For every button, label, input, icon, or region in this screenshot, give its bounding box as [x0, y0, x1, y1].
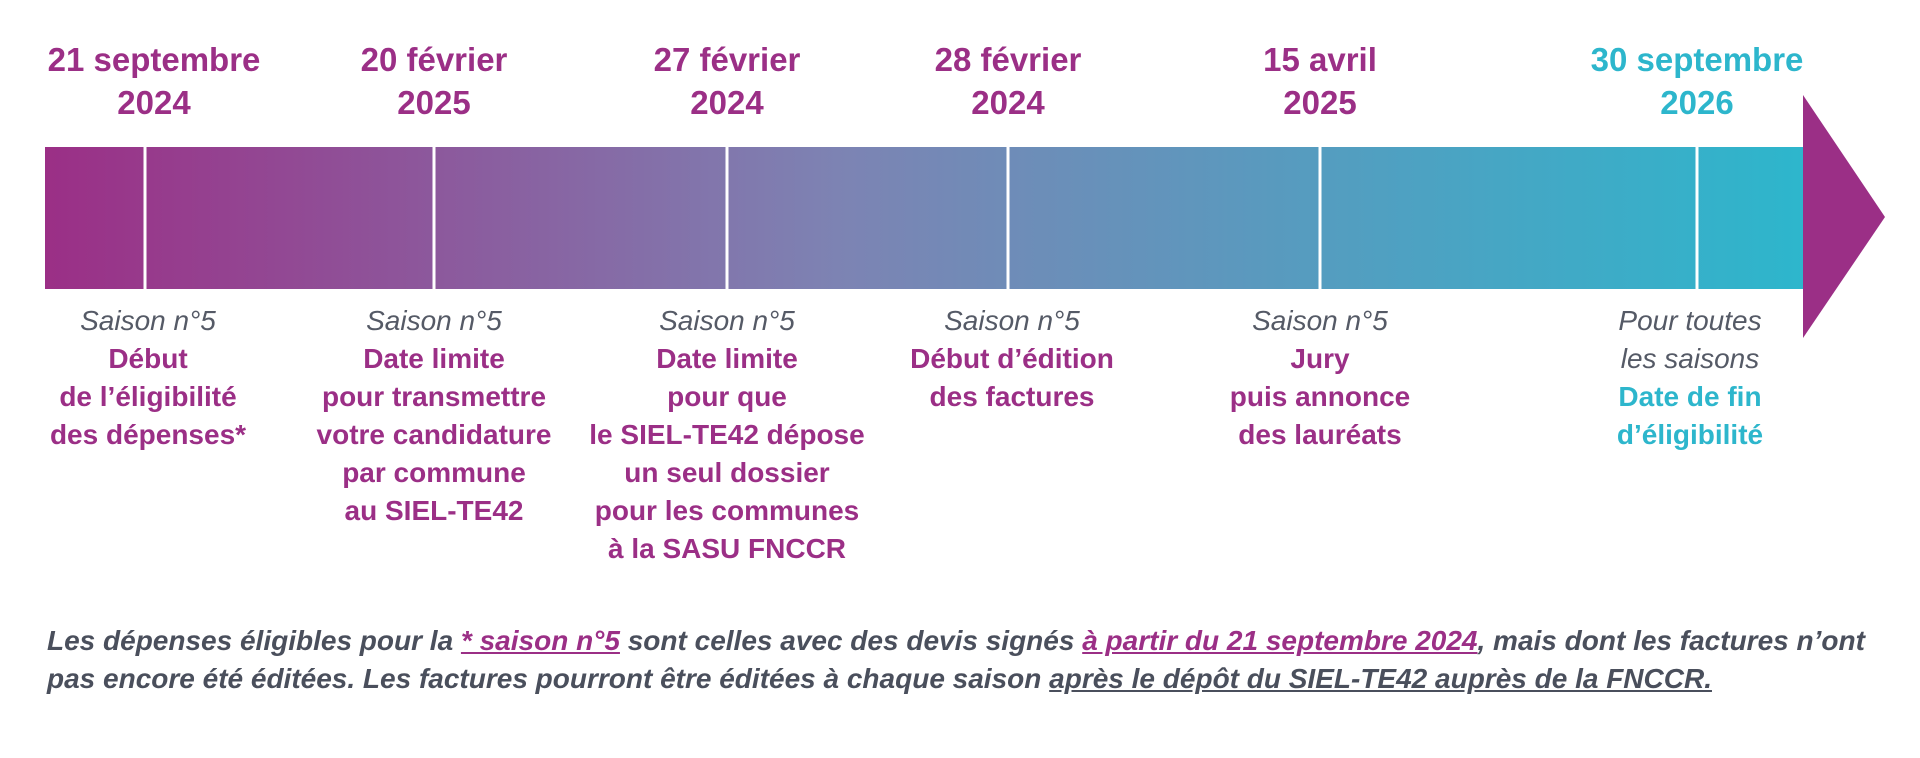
milestone-desc-4: Saison n°5 Début d’édition des factures	[910, 305, 1114, 412]
footnote: Les dépenses éligibles pour la * saison …	[47, 625, 1865, 694]
milestone-date-2: 20 février 2025	[360, 41, 508, 121]
milestone-desc-6: Pour toutes les saisons Date de fin d’él…	[1616, 305, 1764, 450]
footnote-date-highlight: à partir du 21 septembre 2024	[1082, 625, 1478, 656]
footnote-deposit-underline: après le dépôt du SIEL-TE42 auprès de la…	[1049, 663, 1712, 694]
timeline: 21 septembre 2024 20 février 2025 27 fév…	[45, 41, 1885, 564]
milestone-desc-3: Saison n°5 Date limite pour que le SIEL-…	[589, 305, 865, 564]
milestone-desc-2: Saison n°5 Date limite pour transmettre …	[316, 305, 552, 526]
milestone-date-5: 15 avril 2025	[1263, 41, 1377, 121]
timeline-arrow	[45, 95, 1885, 338]
milestone-date-6: 30 septembre 2026	[1590, 41, 1804, 121]
timeline-bar	[45, 95, 1885, 340]
milestone-date-1: 21 septembre 2024	[47, 41, 261, 121]
arrow-head-icon	[1803, 95, 1885, 338]
milestone-desc-5: Saison n°5 Jury puis annonce des lauréat…	[1229, 305, 1411, 450]
milestone-desc-1: Saison n°5 Début de l’éligibilité des dé…	[49, 305, 247, 450]
timeline-bar-body	[45, 147, 1803, 289]
milestone-date-3: 27 février 2024	[653, 41, 801, 121]
milestone-date-4: 28 février 2024	[934, 41, 1082, 121]
footnote-season-highlight: * saison n°5	[460, 625, 620, 656]
